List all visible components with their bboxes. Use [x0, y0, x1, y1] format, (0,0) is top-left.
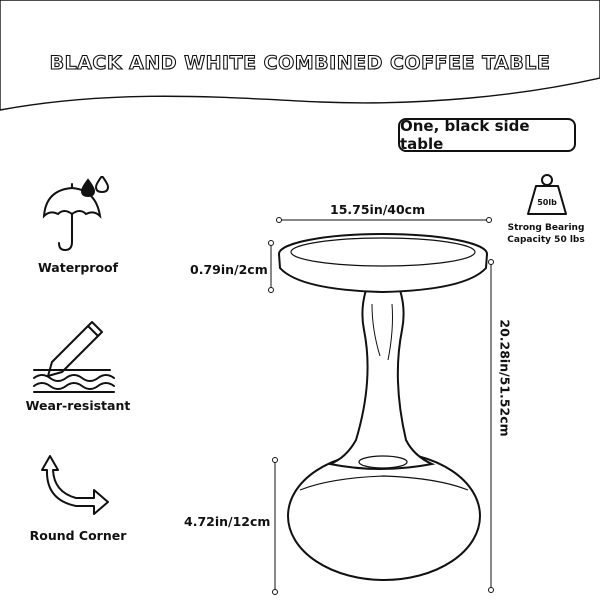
width-dimension: 15.75in/40cm: [330, 202, 426, 217]
feature-label-round-corner: Round Corner: [29, 528, 127, 543]
feature-label-waterproof: Waterproof: [37, 260, 119, 275]
header-wave: [0, 0, 600, 111]
pen-layer-icon: [33, 321, 115, 393]
feature-label-wear-resistant: Wear-resistant: [25, 398, 131, 413]
umbrella-rain-icon: [42, 176, 110, 252]
weight-label: 50lb: [537, 198, 557, 207]
bearing-line-2: Capacity 50 lbs: [507, 235, 585, 245]
top-thickness-dimension: 0.79in/2cm: [190, 262, 268, 277]
page-title: BLACK AND WHITE COMBINED COFFEE TABLE: [49, 51, 551, 74]
bearing-capacity: Strong Bearing Capacity 50 lbs: [496, 222, 596, 246]
height-dimension: 20.28in/51.52cm: [497, 319, 513, 437]
bearing-line-1: Strong Bearing: [507, 223, 585, 233]
weight-icon: 50lb: [527, 174, 567, 215]
base-height-dimension: 4.72in/12cm: [184, 514, 271, 529]
round-arrows-icon: [41, 455, 109, 515]
product-badge: One, black side table: [398, 117, 576, 153]
